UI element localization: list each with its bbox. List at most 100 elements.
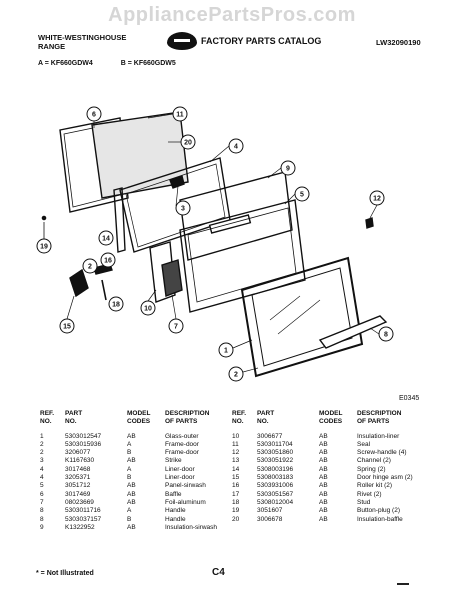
- ref-cell: 17: [232, 490, 240, 498]
- model-code-cell: AB: [319, 457, 328, 465]
- not-illustrated-note: * = Not Illustrated: [36, 570, 94, 577]
- part-6-frame: [59, 117, 129, 213]
- callout-label: 16: [104, 258, 112, 265]
- part-number-cell: 5308003196: [257, 465, 294, 473]
- model-code-cell: AB: [127, 490, 136, 498]
- model-code-cell: AB: [319, 449, 328, 457]
- description-cell: Frame-door: [165, 440, 199, 448]
- part-15-hinge: [69, 268, 89, 298]
- part-number-cell: 3206077: [65, 449, 91, 457]
- description-cell: Door hinge asm (2): [357, 474, 413, 482]
- model-code-cell: AB: [319, 440, 328, 448]
- part-8-handle: [318, 315, 388, 349]
- part-number-cell: 3017468: [65, 465, 91, 473]
- ref-cell: 8: [40, 507, 44, 515]
- description-cell: Screw-handle (4): [357, 449, 407, 457]
- brand-name: WHITE-WESTINGHOUSE: [38, 33, 127, 42]
- ref-cell: 6: [40, 490, 44, 498]
- part-9-panel: [179, 171, 293, 261]
- ref-cell: 2: [40, 440, 44, 448]
- callout-label: 19: [40, 244, 48, 251]
- ref-cell: 7: [40, 498, 44, 506]
- ref-cell: 5: [40, 482, 44, 490]
- part-12-screw: [365, 217, 374, 229]
- model-code-cell: AB: [319, 507, 328, 515]
- callout-label: 2: [88, 264, 92, 271]
- watermark: AppliancePartsPros.com: [108, 4, 356, 26]
- ref-cell: 11: [232, 440, 239, 448]
- model-code-cell: B: [127, 515, 132, 523]
- callout-label: 12: [373, 196, 381, 203]
- figure-code: E0345: [399, 395, 420, 402]
- model-code-cell: A: [127, 465, 132, 473]
- model-code-cell: AB: [127, 457, 136, 465]
- description-cell: Strike: [165, 457, 182, 465]
- callout-2b: [228, 366, 244, 382]
- ref-cell: 4: [40, 465, 44, 473]
- description-cell: Channel (2): [357, 457, 391, 465]
- description-cell: Insulation-liner: [357, 432, 400, 440]
- part-number-cell: 5303037157: [65, 515, 102, 523]
- description-cell: Frame-door: [165, 449, 199, 457]
- callout-label: 7: [174, 324, 178, 331]
- ref-cell: 13: [232, 457, 240, 465]
- description-cell: Insulation-baffle: [357, 515, 403, 523]
- header-ref: REF.NO.: [232, 410, 247, 426]
- model-code-cell: AB: [319, 432, 328, 440]
- part-number-cell: 5303931006: [257, 482, 294, 490]
- ref-cell: 12: [232, 449, 240, 457]
- description-cell: Spring (2): [357, 465, 386, 473]
- model-code-cell: AB: [127, 482, 136, 490]
- model-code-cell: AB: [127, 498, 136, 506]
- part-number-cell: 5303051567: [257, 490, 294, 498]
- description-cell: Liner-door: [165, 474, 195, 482]
- callout-label: 18: [112, 302, 120, 309]
- part-10-bracket: [149, 241, 176, 303]
- header-ref: REF.NO.: [40, 410, 55, 426]
- part-3-strike: [169, 175, 185, 189]
- part-number-cell: 08023669: [65, 498, 94, 506]
- ref-cell: 18: [232, 498, 240, 506]
- ref-cell: 4: [40, 474, 44, 482]
- callout-label: 20: [184, 140, 192, 147]
- model-code-cell: AB: [319, 490, 328, 498]
- description-cell: Panel-sirwash: [165, 482, 206, 490]
- description-cell: Handle: [165, 515, 186, 523]
- catalog-title: FACTORY PARTS CATALOG: [201, 36, 322, 46]
- model-legend: A = KF660GDW4 B = KF660GDW5: [38, 60, 202, 67]
- description-cell: Rivet (2): [357, 490, 382, 498]
- model-code-cell: A: [127, 440, 132, 448]
- ref-cell: 15: [232, 474, 240, 482]
- description-cell: Baffle: [165, 490, 182, 498]
- description-cell: Stud: [357, 498, 371, 506]
- callout-3: [175, 200, 191, 216]
- callout-19: [36, 238, 52, 254]
- callout-label: 8: [384, 332, 388, 339]
- part-1-door-frame: [240, 256, 364, 378]
- callout-1: [218, 342, 234, 358]
- callout-2: [82, 258, 98, 274]
- scan-mark: [397, 583, 409, 585]
- part-number-cell: 3006678: [257, 515, 283, 523]
